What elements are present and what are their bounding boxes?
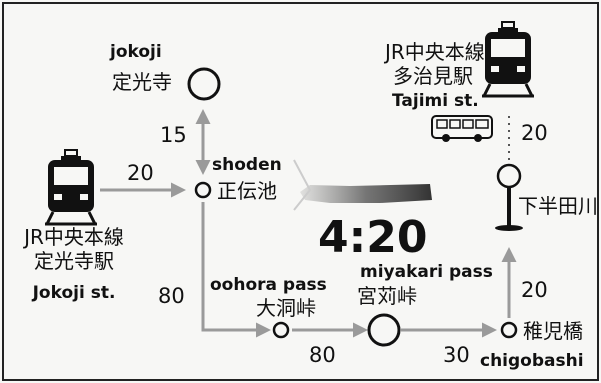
miyakari-jp: 宮苅峠 (357, 284, 417, 308)
time-station-to-shoden: 20 (127, 161, 154, 185)
shoden-en: shoden (212, 155, 282, 175)
oohora-en: oohora pass (210, 275, 327, 295)
shimohandagawa-jp: 下半田川 (518, 194, 598, 218)
segment-shoden-to-oohora (201, 202, 271, 338)
chigobashi-jp: 稚児橋 (523, 319, 583, 343)
oohora-node (272, 321, 290, 339)
jokoji-station-name: 定光寺駅 (34, 249, 114, 273)
total-time: 4:20 (318, 212, 427, 263)
jokoji-station-line: JR中央本線 (22, 225, 124, 249)
shoden-jp: 正伝池 (217, 179, 277, 203)
miyakari-en: miyakari pass (360, 262, 493, 282)
time-shoden-to-oohora: 80 (158, 284, 185, 308)
jokoji-jp: 定光寺 (112, 70, 172, 94)
miyakari-node (367, 313, 401, 347)
bus-stop-icon (495, 163, 523, 231)
time-miyakari-to-chigobashi: 30 (443, 343, 470, 367)
chevron-mark (293, 159, 312, 211)
time-chigobashi-to-shimohandagawa: 20 (521, 278, 548, 302)
chigobashi-en: chigobashi (480, 351, 584, 371)
time-bus-to-tajimi: 20 (521, 121, 548, 145)
tajimi-station-line: JR中央本線 (383, 40, 485, 64)
oohora-jp: 大洞峠 (256, 296, 316, 320)
jokoji-node (187, 67, 221, 101)
train-icon (482, 21, 534, 98)
tajimi-station-en: Tajimi st. (392, 91, 479, 111)
chigobashi-node (500, 321, 518, 339)
jokoji-station-en: Jokoji st. (32, 283, 116, 303)
brush-stroke (300, 184, 432, 203)
bus-icon (431, 115, 493, 142)
train-icon (45, 149, 97, 226)
tajimi-station-name: 多治見駅 (393, 64, 473, 88)
time-jokoji-to-shoden: 15 (160, 123, 187, 147)
shoden-node (194, 181, 212, 199)
time-oohora-to-miyakari: 80 (309, 343, 336, 367)
jokoji-en: jokoji (109, 42, 162, 62)
